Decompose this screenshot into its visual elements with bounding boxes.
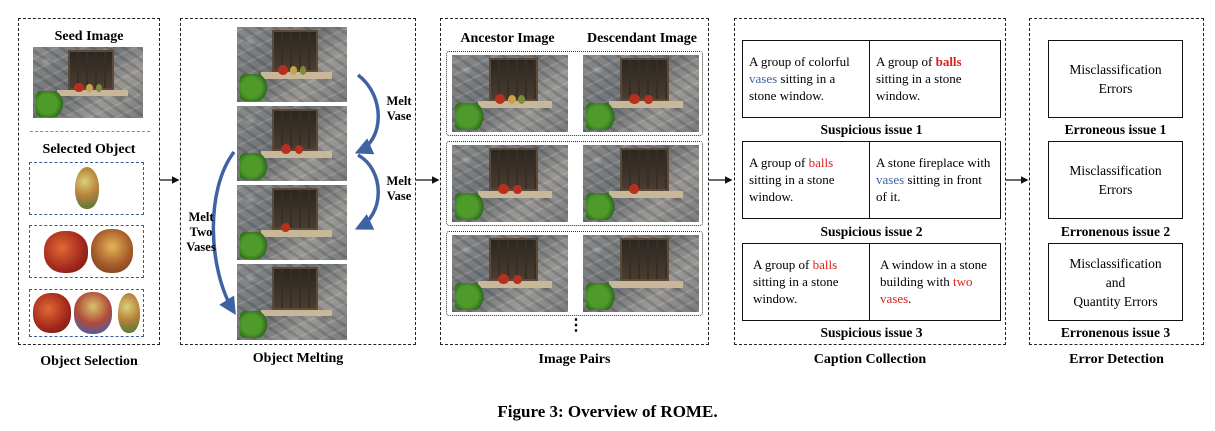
ancestor-caption-3: A group of balls sitting in a stone wind…: [753, 257, 839, 306]
ancestor-image-2: [452, 145, 568, 222]
image-pairs-stage-label: Image Pairs: [538, 352, 611, 367]
figure-caption: Figure 3: Overview of ROME.: [497, 402, 718, 421]
caption-highlight: balls: [808, 155, 834, 170]
vase-thumbnail: [75, 167, 99, 209]
melting-image-4: [237, 264, 347, 340]
erroneous-issue-3-label: Erronenous issue 3: [1060, 325, 1171, 340]
ancestor-caption-1: A group of colorful vases sitting in a s…: [749, 54, 850, 103]
selected-object-group-3: [29, 289, 144, 337]
error-text-3-line1: Misclassification: [1069, 255, 1162, 271]
object-selection-panel: [18, 18, 160, 345]
selected-object-group-2: [29, 225, 144, 278]
melting-image-3: [237, 185, 347, 260]
vase-thumbnail: [118, 293, 140, 333]
ancestor-caption-2: A group of balls sitting in a stone wind…: [749, 155, 835, 204]
suspicious-issue-2-label: Suspicious issue 2: [820, 224, 923, 239]
caption-highlight: vases: [749, 71, 778, 86]
descendant-image-1: [583, 55, 699, 132]
descendant-image-3: [583, 235, 699, 312]
melt-two-vases-label: Melt Two Vases: [186, 210, 216, 254]
melt-vase-label-2: Melt Vase: [386, 174, 412, 203]
erroneous-issue-1-label: Erroneous issue 1: [1064, 122, 1167, 137]
error-detection-stage-label: Error Detection: [1069, 352, 1164, 367]
caption-pair-1: A group of colorful vases sitting in a s…: [742, 40, 1001, 118]
caption-highlight: balls: [935, 54, 962, 69]
melt-vase-label-1: Melt Vase: [386, 94, 412, 123]
descendant-caption-1: A group of balls sitting in a stone wind…: [876, 54, 962, 103]
selected-object-label: Selected Object: [42, 142, 136, 157]
caption-collection-panel: [734, 18, 1006, 345]
more-pairs-ellipsis: ⋮: [568, 317, 584, 334]
image-pairs-panel: [440, 18, 709, 345]
section-divider: [30, 131, 150, 132]
melt-vase-arrow-2: [354, 153, 380, 230]
error-box-1: Misclassification Errors: [1048, 40, 1183, 118]
erroneous-issue-2-label: Erronenous issue 2: [1060, 224, 1171, 239]
ball-thumbnail: [91, 229, 133, 273]
caption-pair-3: A group of balls sitting in a stone wind…: [742, 243, 1001, 321]
image-pair-2: [446, 141, 703, 226]
descendant-caption-3: A window in a stone building with two va…: [880, 257, 987, 306]
caption-highlight: balls: [812, 257, 838, 272]
melt-two-vases-arrow: [211, 150, 236, 315]
object-selection-stage-label: Object Selection: [40, 354, 138, 369]
caption-highlight: vases: [876, 172, 905, 187]
error-text-2: Misclassification Errors: [1069, 163, 1162, 197]
ball-thumbnail: [74, 292, 112, 334]
ancestor-image-3: [452, 235, 568, 312]
error-text-3-line3: Quantity Errors: [1073, 293, 1158, 309]
object-melting-stage-label: Object Melting: [252, 351, 344, 366]
suspicious-issue-3-label: Suspicious issue 3: [820, 325, 923, 340]
error-text-3-line2: and: [1105, 274, 1126, 290]
suspicious-issue-1-label: Suspicious issue 1: [820, 122, 923, 137]
error-detection-panel: [1029, 18, 1204, 345]
caption-collection-stage-label: Caption Collection: [813, 352, 927, 367]
descendant-caption-2: A stone fireplace with vases sitting in …: [876, 155, 991, 204]
selected-object-group-1: [29, 162, 144, 215]
error-box-3: Misclassification and Quantity Errors: [1048, 243, 1183, 321]
seed-image: [33, 47, 143, 118]
caption-highlight: two vases: [880, 274, 973, 306]
object-melting-panel: [180, 18, 416, 345]
error-text-1: Misclassification Errors: [1069, 62, 1162, 96]
ancestor-image-1: [452, 55, 568, 132]
melting-image-2: [237, 106, 347, 181]
caption-pair-2: A group of balls sitting in a stone wind…: [742, 141, 1001, 219]
image-pair-3: [446, 231, 703, 316]
melt-vase-arrow-1: [354, 73, 380, 155]
descendant-image-label: Descendant Image: [586, 31, 698, 46]
seed-image-label: Seed Image: [54, 29, 124, 44]
ball-thumbnail: [44, 231, 88, 273]
ancestor-image-label: Ancestor Image: [460, 31, 555, 46]
melting-image-1: [237, 27, 347, 102]
error-box-2: Misclassification Errors: [1048, 141, 1183, 219]
descendant-image-2: [583, 145, 699, 222]
image-pair-1: [446, 51, 703, 136]
ball-thumbnail: [33, 293, 71, 333]
